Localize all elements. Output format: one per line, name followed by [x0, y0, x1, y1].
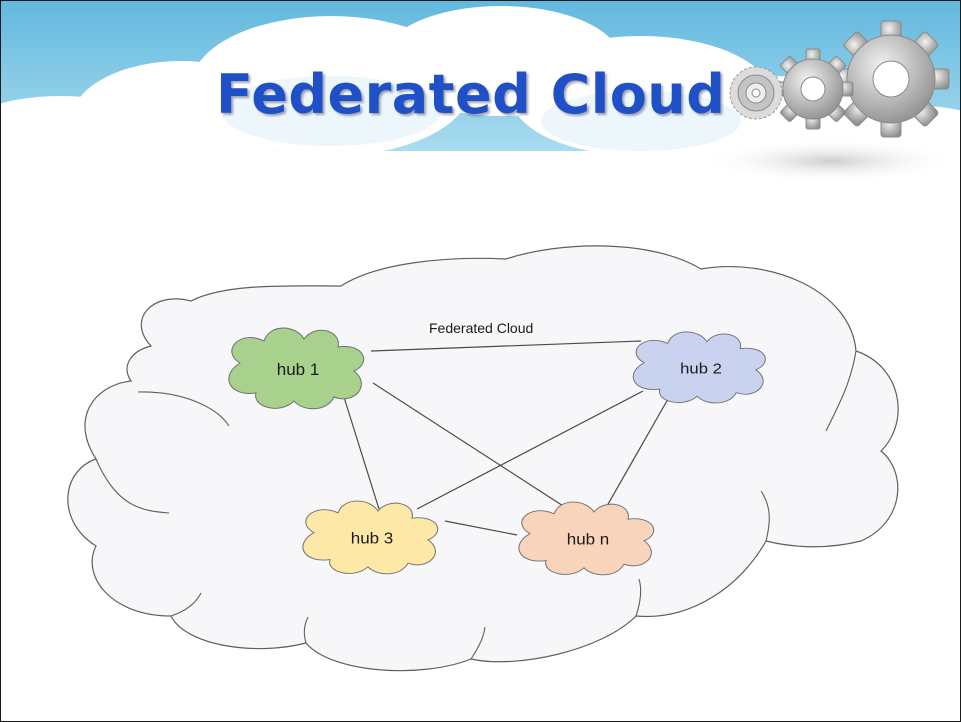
link-hub1-hub2: [370, 340, 642, 352]
gear-icon-small: [729, 66, 783, 120]
link-hub2-hub3: [416, 390, 644, 510]
hub-n-label: hub n: [567, 531, 610, 548]
hub-2: hub 2: [632, 331, 766, 404]
hub-1-label: hub 1: [277, 360, 320, 379]
link-hub1-hub3: [342, 393, 380, 510]
link-hub1-hubn: [372, 382, 575, 514]
hub-3: hub 3: [302, 500, 439, 575]
gear-icon-medium: [772, 48, 854, 130]
hub-1: hub 1: [228, 327, 365, 410]
federated-cloud-outline: [67, 245, 899, 672]
cloud-fold-lines: [95, 350, 857, 660]
hub-2-label: hub 2: [680, 361, 722, 377]
gear-icon-large: [832, 20, 950, 138]
hub-3-label: hub 3: [351, 530, 394, 547]
federation-label: Federated Cloud: [429, 320, 533, 336]
link-hub2-hubn: [602, 398, 669, 514]
link-hub3-hubn: [444, 520, 518, 536]
hub-n: hub n: [518, 501, 655, 576]
header-sky-background: [1, 1, 960, 201]
slide-title: Federated Cloud: [216, 63, 726, 126]
